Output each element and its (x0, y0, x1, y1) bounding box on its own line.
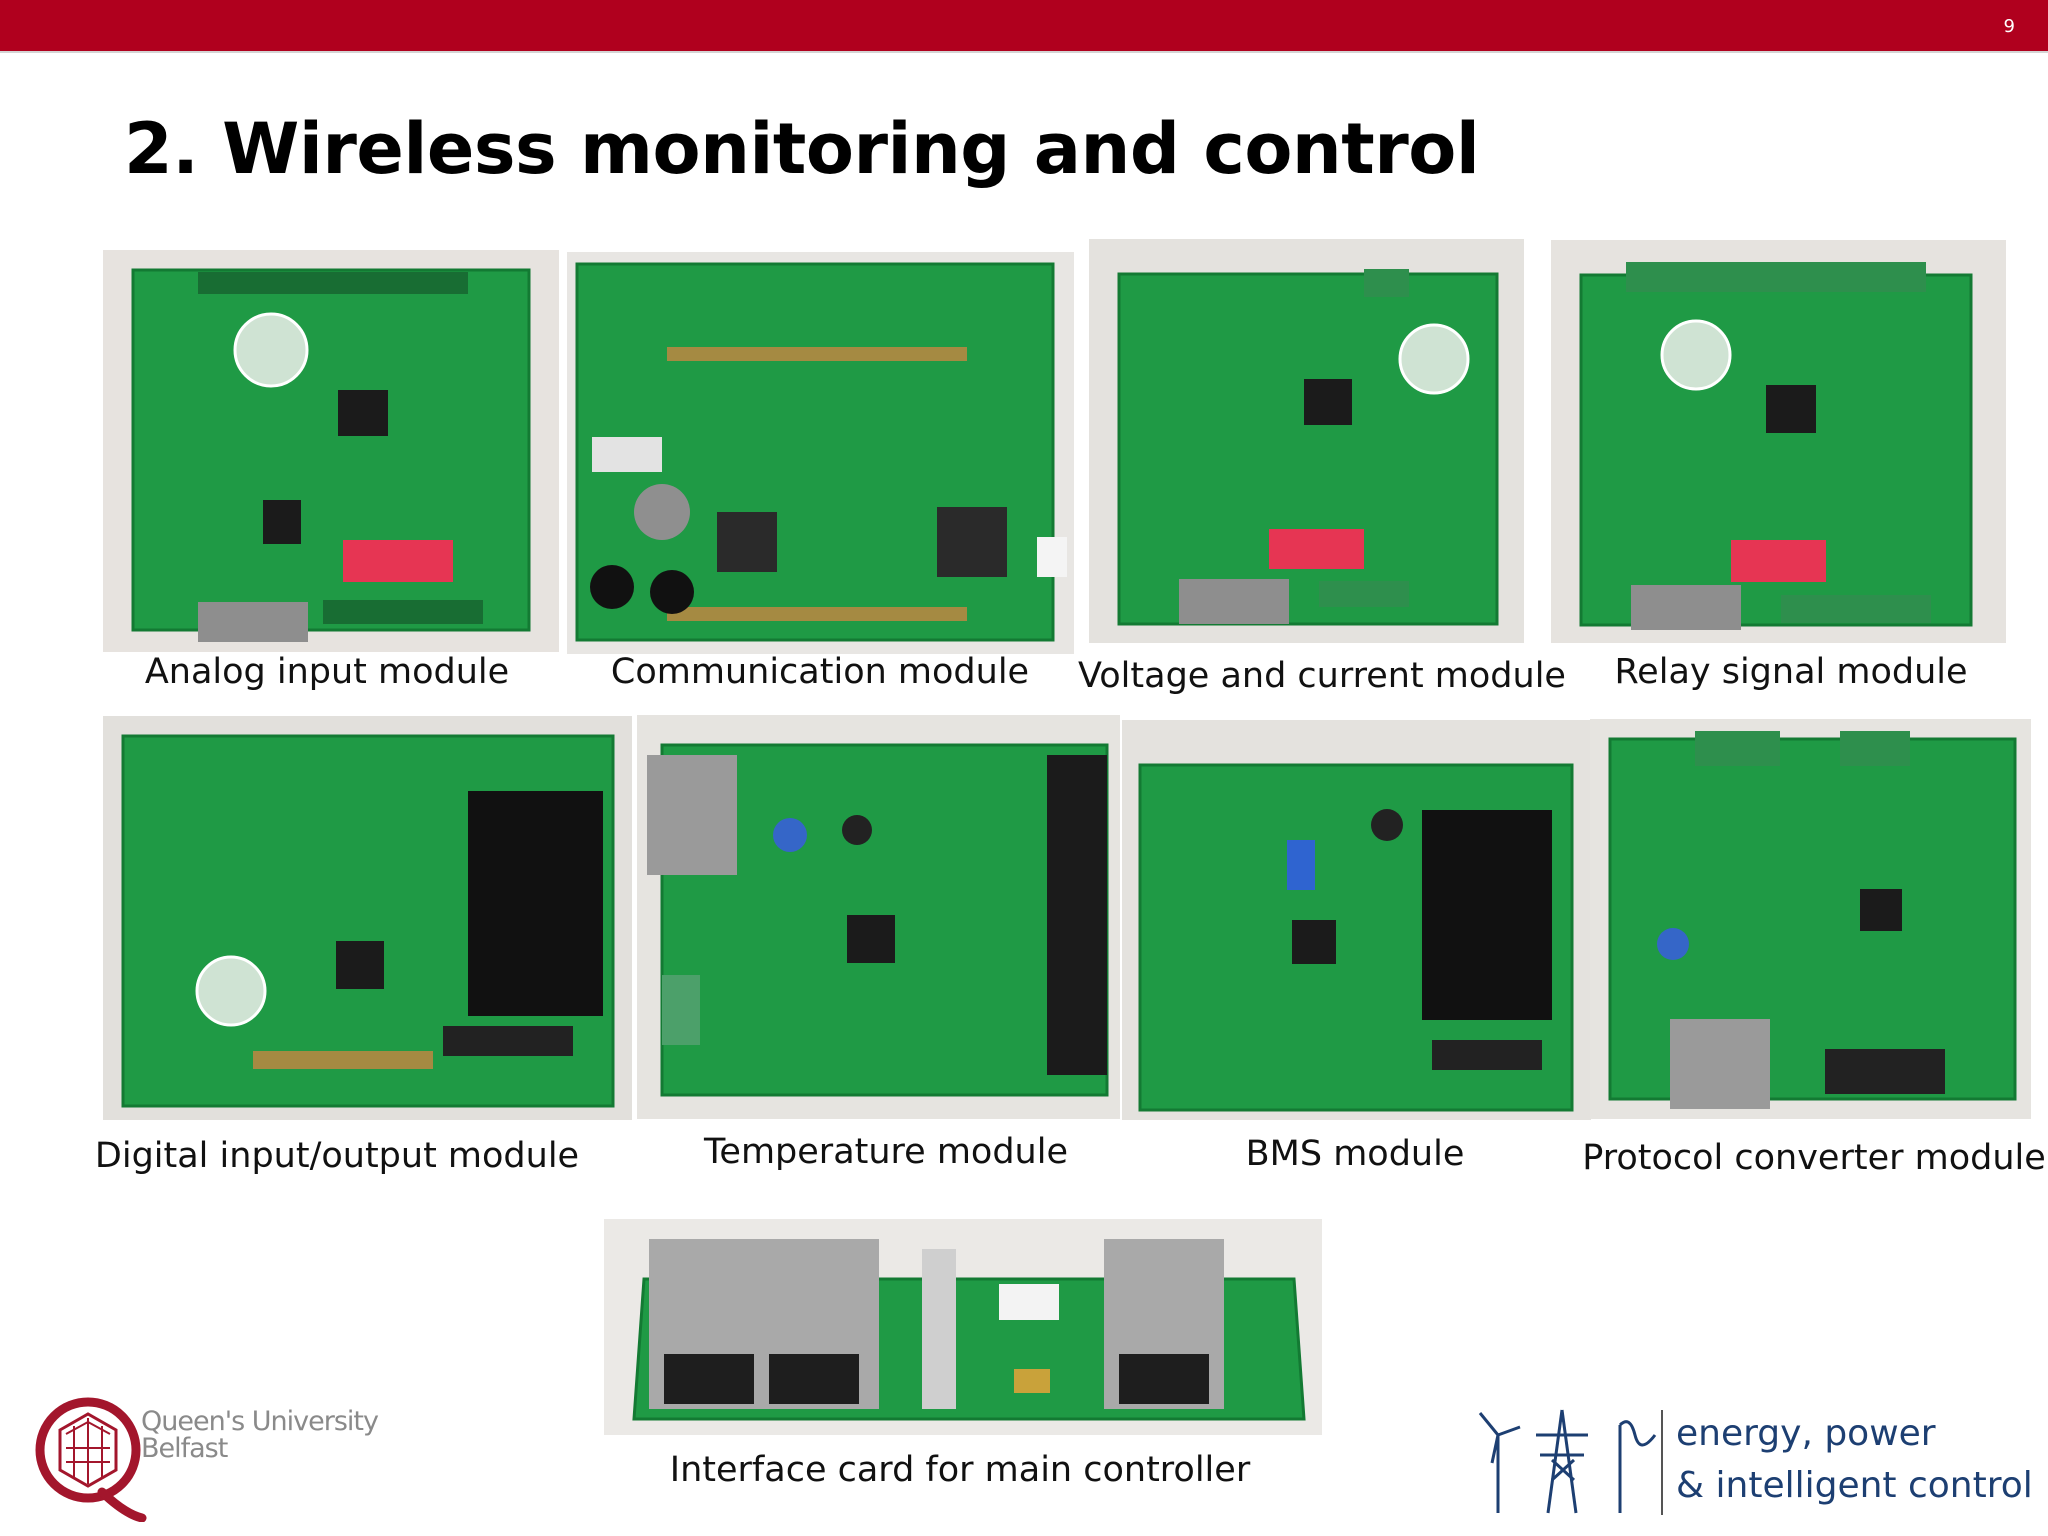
pcb-board-icon (1122, 720, 1591, 1120)
digital-input-output-module-photo (103, 716, 632, 1120)
module-caption: Voltage and current module (1078, 656, 1566, 696)
module-caption: Relay signal module (1614, 652, 1968, 692)
module-caption: Temperature module (704, 1132, 1068, 1172)
module-caption: Protocol converter module (1582, 1138, 2046, 1178)
pcb-board-icon (1551, 240, 2006, 643)
research-group-line2: & intelligent control (1676, 1465, 2033, 1506)
module-caption: Analog input module (144, 652, 510, 692)
bms-module-photo (1122, 720, 1591, 1120)
voltage-and-current-module-photo (1089, 239, 1524, 643)
university-name-line2: Belfast (141, 1433, 228, 1464)
research-group-line1: energy, power (1676, 1413, 1936, 1454)
footer-divider (1661, 1410, 1663, 1515)
communication-module-photo (567, 252, 1074, 654)
analog-input-module-photo (103, 250, 559, 652)
pcb-board-icon (637, 715, 1120, 1119)
pcb-board-icon (567, 252, 1074, 654)
research-group-name: energy, power & intelligent control (1676, 1408, 2033, 1512)
interface-card-photo (604, 1219, 1322, 1435)
pcb-board-icon (1089, 239, 1524, 643)
page-title: 2. Wireless monitoring and control (124, 108, 1480, 190)
module-caption: BMS module (1245, 1134, 1465, 1174)
module-caption: Communication module (610, 652, 1030, 692)
header-bar: 9 (0, 0, 2048, 53)
wind-turbine-pylon-icon (1478, 1409, 1657, 1514)
pcb-board-icon (103, 716, 632, 1120)
relay-signal-module-photo (1551, 240, 2006, 643)
university-name: Queen's University Belfast (141, 1406, 379, 1464)
protocol-converter-module-photo (1590, 719, 2031, 1119)
pcb-board-icon (604, 1219, 1322, 1435)
university-name-line1: Queen's University (141, 1406, 379, 1437)
temperature-module-photo (637, 715, 1120, 1119)
page-number: 9 (2003, 16, 2015, 37)
module-caption: Interface card for main controller (669, 1450, 1251, 1490)
queens-university-logo-icon (35, 1397, 147, 1522)
pcb-board-icon (1590, 719, 2031, 1119)
pcb-board-icon (103, 250, 559, 652)
module-caption: Digital input/output module (94, 1136, 580, 1176)
